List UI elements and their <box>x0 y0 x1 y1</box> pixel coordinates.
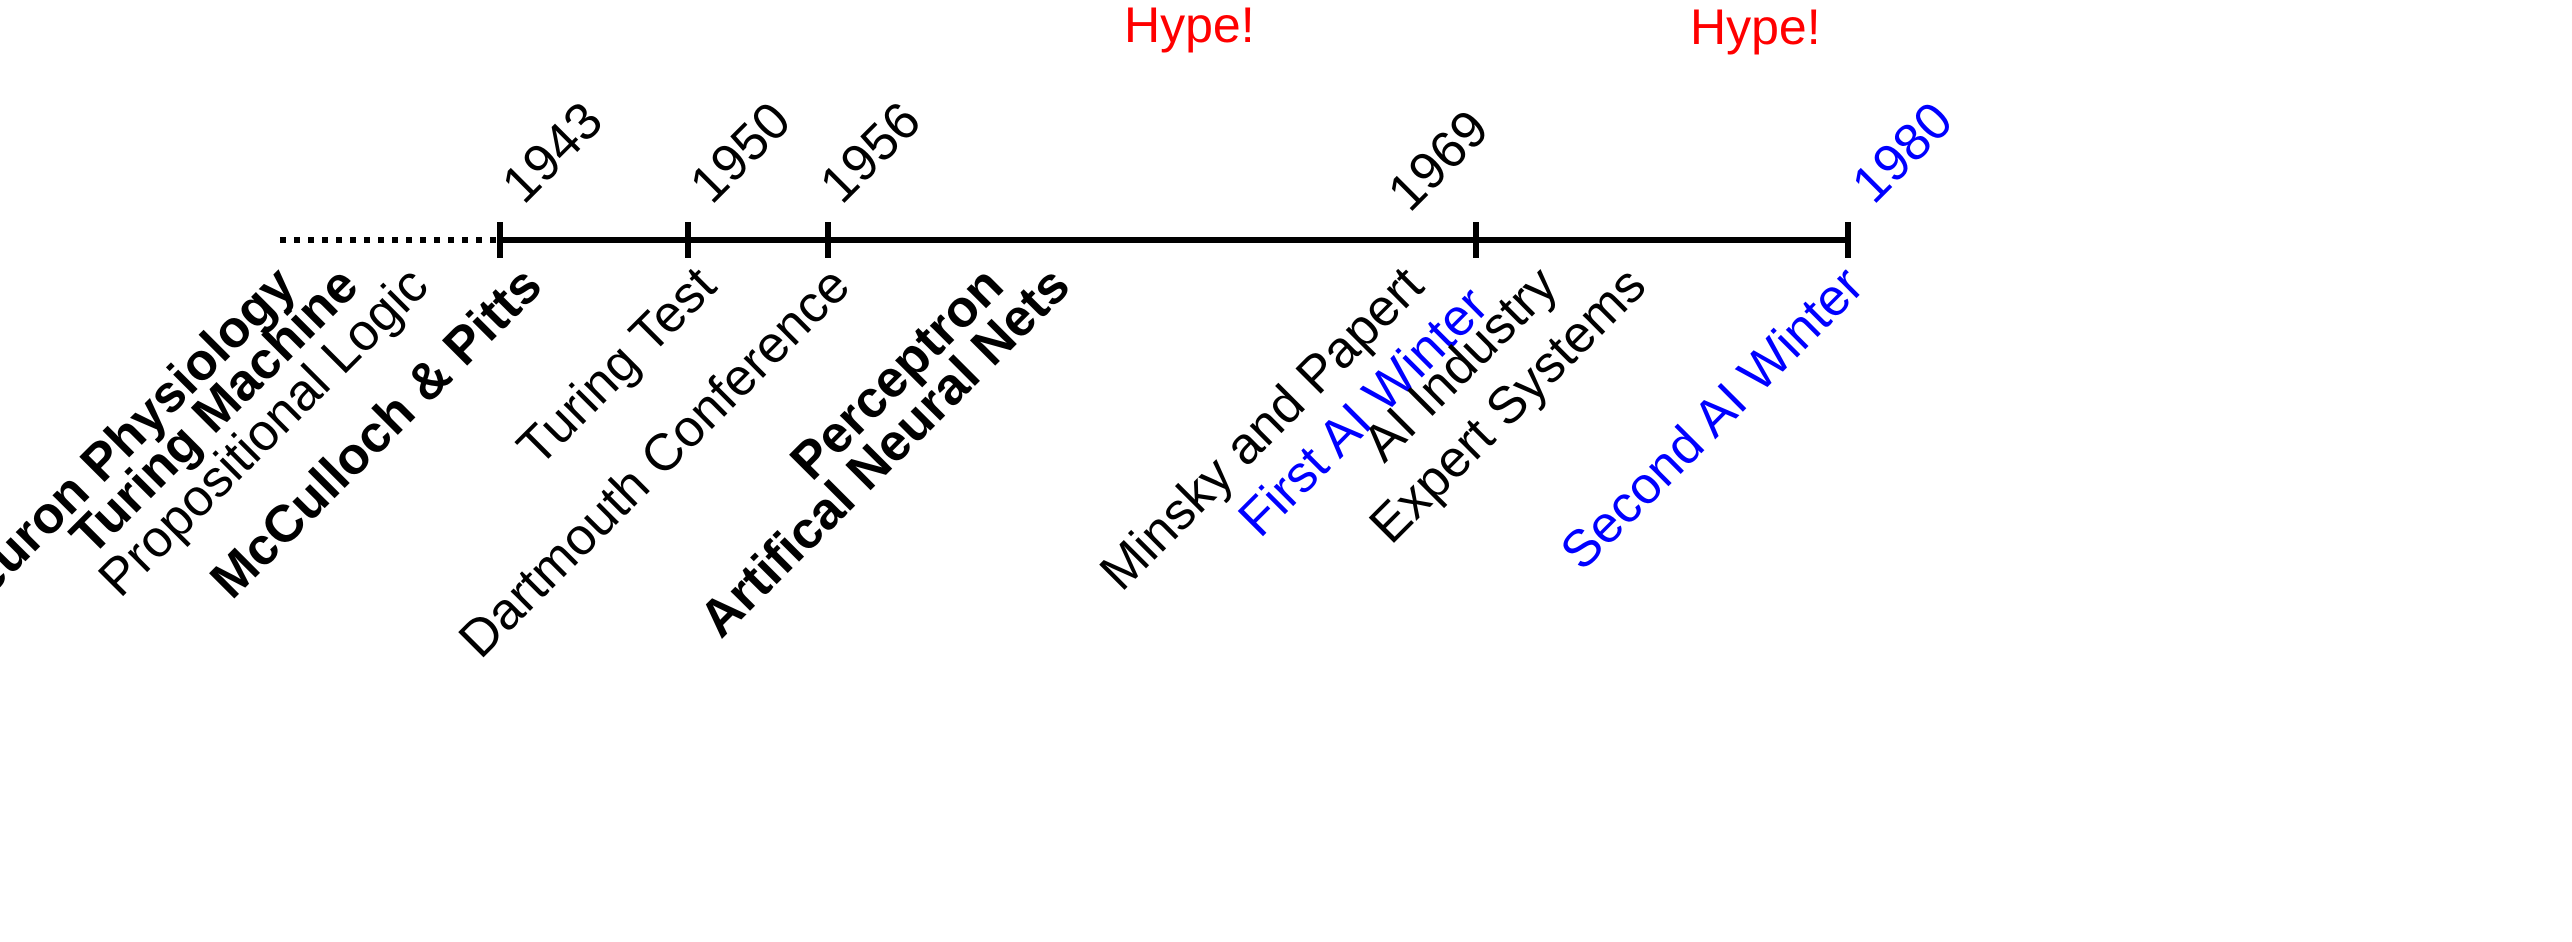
hype-label-second: Hype! <box>1690 0 1821 55</box>
hype-label-first: Hype! <box>1124 0 1255 53</box>
